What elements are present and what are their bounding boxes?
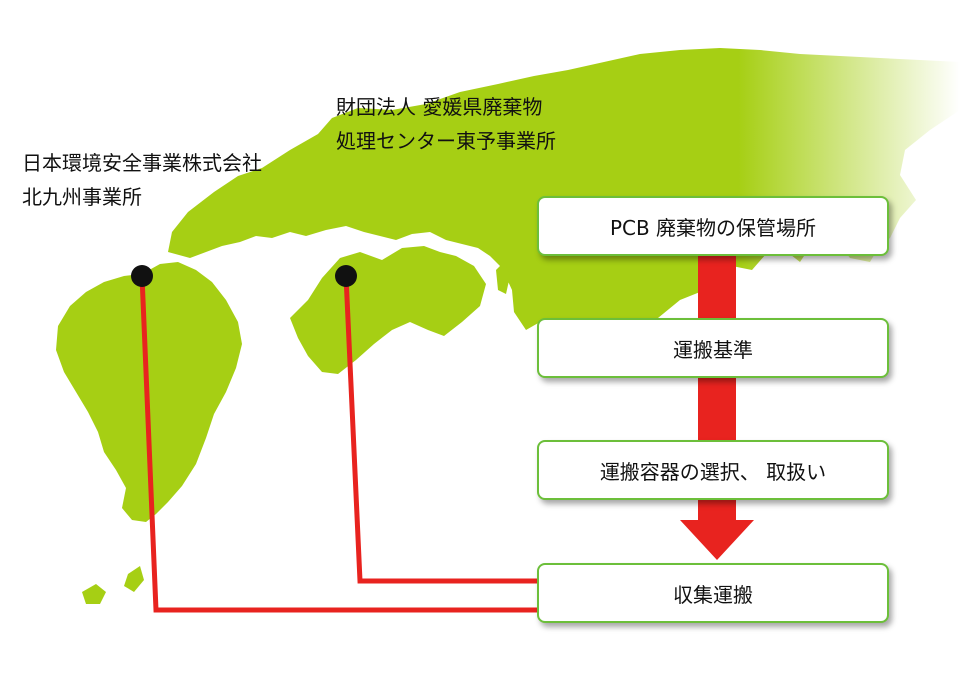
toyo-marker [335,265,357,287]
flow-arrow-3-head [680,500,754,560]
kitakyushu-site-line-1: 日本環境安全事業株式会社 [22,151,262,175]
toyo-site-line-1: 財団法人 愛媛県廃棄物 [336,95,543,119]
toyo-route-line [343,275,540,584]
yakushima-island [82,584,106,604]
honshu-landmass [168,48,960,340]
step-collection-transport: 収集運搬 [537,563,889,623]
awaji-island [496,262,510,294]
kitakyushu-route-line [139,275,540,613]
step-storage-location: PCB 廃棄物の保管場所 [537,196,889,256]
step-transport-standards: 運搬基準 [537,318,889,378]
step-container-selection: 運搬容器の選択、 取扱い [537,440,889,500]
tanegashima-island [124,566,144,592]
flow-arrow-1 [698,256,736,320]
toyo-site-line-2: 処理センター東予事業所 [336,129,556,153]
flow-arrow-2 [698,378,736,442]
kitakyushu-site-line-2: 北九州事業所 [22,185,142,209]
kitakyushu-site-label: 日本環境安全事業株式会社 北九州事業所 [22,146,262,214]
toyo-site-label: 財団法人 愛媛県廃棄物 処理センター東予事業所 [336,90,556,158]
kitakyushu-marker [131,265,153,287]
shikoku-landmass [290,246,486,374]
